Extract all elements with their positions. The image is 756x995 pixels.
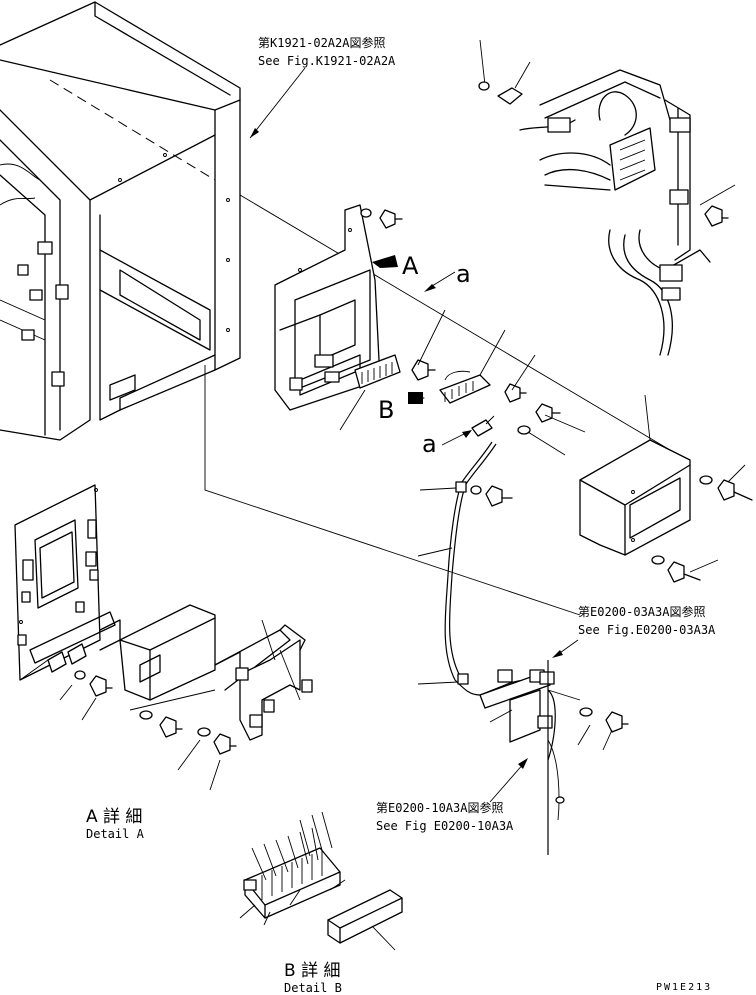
detail-a-en: Detail A [86,827,145,841]
detail-leader-b [339,389,366,431]
ref-letter-a-lower: a [422,430,437,458]
detail-a-jp: A 詳 細 [86,807,142,827]
drawing-code: PW1E213 [656,982,712,993]
bolt-right-mid [504,354,536,403]
bolt-cover-top [699,464,753,501]
bolt-center-mid [411,309,446,381]
bolt-cover-bottom [651,555,719,583]
view-marker-a: A [402,252,419,280]
detail-b-jp: B 詳 細 [284,961,340,981]
connector-housing [354,354,401,389]
view-arrow-b-body [408,392,423,404]
e0200-10-ref-jp: 第E0200-10A3A図参照 [376,800,503,815]
alignment-line-lower [204,365,581,616]
e0200-03-ref-jp: 第E0200-03A3A図参照 [578,604,705,619]
cover-box [579,394,691,556]
e0200-03-ref-en: See Fig.E0200-03A3A [578,623,716,637]
k1921-ref-en: See Fig.K1921-02A2A [258,54,396,68]
e0200-10-leader [489,761,526,803]
e0200-03-arrowhead [552,650,563,658]
wiring-harness-lower [417,441,629,855]
bolt-washer-group [517,403,586,456]
e0200-10-arrowhead [518,758,528,769]
ref-a-lower-arrowhead [462,430,472,438]
k1921-leader-arrowhead [250,128,259,138]
detail-b-assembly [239,811,403,951]
detail-a-assembly [14,484,313,791]
connector-plug [439,329,506,404]
detail-b-en: Detail B [284,981,342,995]
k1921-leader [249,67,306,139]
view-marker-b: B [378,396,394,424]
ref-a-upper-leader [431,271,456,287]
ref-a-upper-arrowhead [424,284,436,292]
ref-letter-a-upper: a [456,260,471,288]
controller-bracket [274,204,381,411]
e0200-10-ref-en: See Fig E0200-10A3A [376,819,514,833]
view-arrow-a [372,255,398,268]
bolt-center-top [360,208,403,229]
alignment-line-upper [239,194,671,451]
k1921-ref-jp: 第K1921-02A2A図参照 [258,35,385,50]
cab-frame [0,1,241,441]
clamp-small [471,415,495,437]
upper-right-harness [478,39,736,356]
